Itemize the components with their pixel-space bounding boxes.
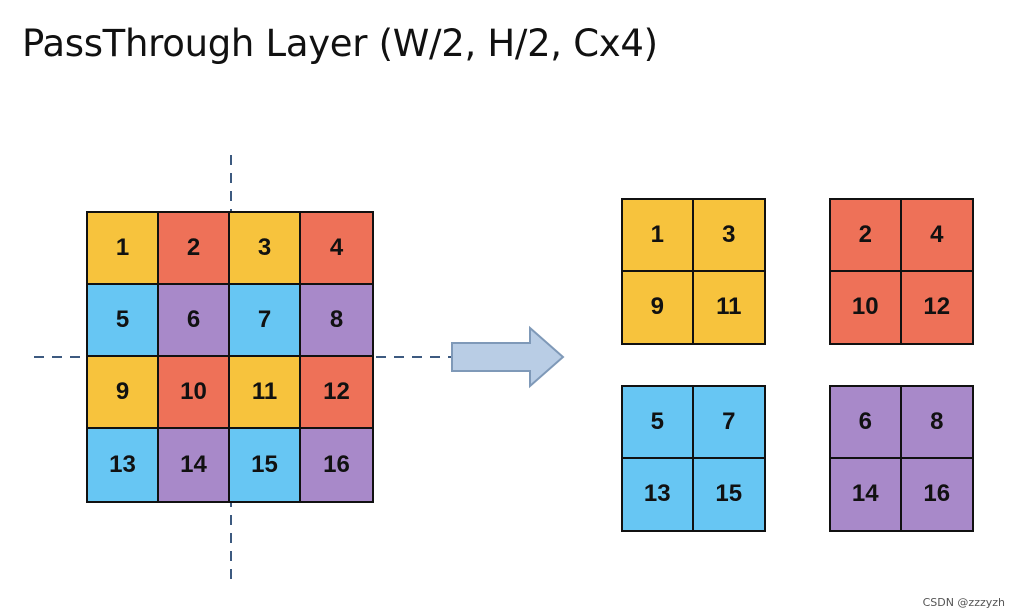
right-arrow-icon: [451, 325, 565, 389]
output-grid-yellow: 1 3 9 11: [621, 198, 766, 345]
input-cell: 6: [159, 285, 230, 357]
output-cell: 2: [831, 200, 902, 272]
output-cell: 3: [693, 200, 764, 272]
output-cell: 1: [623, 200, 694, 272]
output-cell: 9: [623, 271, 694, 343]
input-cell: 12: [301, 357, 372, 429]
input-cell: 15: [230, 429, 301, 501]
input-cell: 8: [301, 285, 372, 357]
input-cell: 10: [159, 357, 230, 429]
output-cell: 15: [693, 458, 764, 530]
input-cell: 4: [301, 213, 372, 285]
input-cell: 9: [88, 357, 159, 429]
output-cell: 5: [623, 387, 694, 459]
input-cell: 7: [230, 285, 301, 357]
output-cell: 14: [831, 458, 902, 530]
input-cell: 16: [301, 429, 372, 501]
input-cell: 14: [159, 429, 230, 501]
output-cell: 8: [901, 387, 972, 459]
input-cell: 5: [88, 285, 159, 357]
output-cell: 16: [901, 458, 972, 530]
watermark: CSDN @zzzyzh: [922, 596, 1005, 609]
input-cell: 3: [230, 213, 301, 285]
output-grid-purple: 6 8 14 16: [829, 385, 974, 532]
output-cell: 10: [831, 271, 902, 343]
input-cell: 11: [230, 357, 301, 429]
input-feature-map-grid: 1 2 3 4 5 6 7 8 9 10 11 12 13 14 15 16: [86, 211, 374, 503]
output-cell: 6: [831, 387, 902, 459]
output-grid-red: 2 4 10 12: [829, 198, 974, 345]
output-cell: 11: [693, 271, 764, 343]
output-cell: 7: [693, 387, 764, 459]
output-grid-blue: 5 7 13 15: [621, 385, 766, 532]
output-cell: 12: [901, 271, 972, 343]
input-cell: 13: [88, 429, 159, 501]
input-cell: 2: [159, 213, 230, 285]
output-cell: 4: [901, 200, 972, 272]
input-cell: 1: [88, 213, 159, 285]
output-cell: 13: [623, 458, 694, 530]
diagram-title: PassThrough Layer (W/2, H/2, Cx4): [22, 22, 658, 65]
